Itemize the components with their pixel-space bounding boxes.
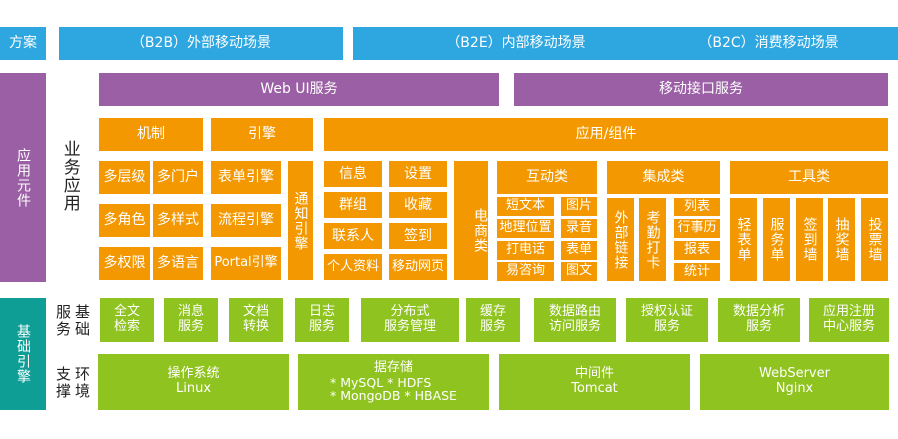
mech-multi-role: 多角色 xyxy=(99,204,150,237)
integration-statistics: 统计 xyxy=(674,263,720,281)
service-log: 日志 服务 xyxy=(295,298,349,342)
comp-group: 群组 xyxy=(324,192,382,218)
interactive-short-text: 短文本 xyxy=(497,197,554,216)
env-webserver-detail: Nginx xyxy=(775,381,814,396)
engine-notify: 通知引擎 xyxy=(288,161,313,280)
comp-favorites: 收藏 xyxy=(389,192,447,218)
integration-list: 列表 xyxy=(674,198,720,216)
service-distributed-mgmt: 分布式 服务管理 xyxy=(361,298,459,342)
integration-attendance: 考勤打卡 xyxy=(639,198,666,281)
tool-service-ticket: 服务单 xyxy=(763,198,790,281)
integration-external-link: 外部链接 xyxy=(607,198,634,281)
env-os: 操作系统 Linux xyxy=(98,354,289,410)
base-services-label-col1: 服务 xyxy=(56,303,72,338)
engine-form: 表单引擎 xyxy=(211,161,281,194)
service-data-routing: 数据路由 访问服务 xyxy=(534,298,616,342)
business-app-label: 业务应用 xyxy=(59,140,80,212)
env-middleware-detail: Tomcat xyxy=(571,381,618,396)
interactive-image: 图片 xyxy=(561,197,597,216)
engine-title: 引擎 xyxy=(211,118,313,151)
engine-workflow: 流程引擎 xyxy=(211,204,281,237)
integration-calendar: 行事历 xyxy=(674,219,720,238)
interactive-consult: 易咨询 xyxy=(497,262,554,281)
comp-contacts: 联系人 xyxy=(324,223,382,249)
env-storage-detail: * MySQL * HDFS * MongoDB * HBASE xyxy=(330,375,457,404)
service-message: 消息 服务 xyxy=(164,298,218,342)
tools-title: 工具类 xyxy=(730,161,888,194)
service-auth: 授权认证 服务 xyxy=(626,298,708,342)
env-os-detail: Linux xyxy=(175,381,212,396)
service-data-analytics: 数据分析 服务 xyxy=(718,298,800,342)
engine-portal: Portal引擎 xyxy=(211,247,281,280)
tool-vote-wall: 投票墙 xyxy=(861,198,888,281)
mech-multi-portal: 多门户 xyxy=(153,161,203,194)
comp-ecommerce: 电商类 xyxy=(454,161,488,280)
mechanism-title: 机制 xyxy=(99,118,203,151)
service-cache: 缓存 服务 xyxy=(466,298,520,342)
scheme-b2b: （B2B）外部移动场景 xyxy=(59,27,343,60)
integration-title: 集成类 xyxy=(607,161,720,194)
base-services-label-col2: 基础 xyxy=(75,303,91,338)
env-middleware: 中间件 Tomcat xyxy=(499,354,690,410)
interactive-audio: 录音 xyxy=(561,219,597,238)
tool-lottery-wall: 抽奖墙 xyxy=(828,198,855,281)
comp-mobile-web: 移动网页 xyxy=(389,254,447,280)
mech-multi-language: 多语言 xyxy=(153,247,203,280)
interactive-rich-text: 图文 xyxy=(561,262,597,281)
mobile-api-service: 移动接口服务 xyxy=(514,73,888,106)
env-label-col2: 环境 xyxy=(75,365,91,400)
foundation-label: 基础引擎 xyxy=(0,298,46,410)
components-title: 应用/组件 xyxy=(324,118,888,151)
comp-checkin: 签到 xyxy=(389,223,447,249)
web-ui-service: Web UI服务 xyxy=(99,73,499,106)
env-storage: 据存储 * MySQL * HDFS * MongoDB * HBASE xyxy=(298,354,489,410)
service-app-registry: 应用注册 中心服务 xyxy=(809,298,889,342)
env-os-title: 操作系统 xyxy=(167,366,220,382)
comp-info: 信息 xyxy=(324,161,382,187)
mech-multi-style: 多样式 xyxy=(153,204,203,237)
tool-checkin-wall: 签到墙 xyxy=(796,198,823,281)
tool-light-form: 轻表单 xyxy=(730,198,757,281)
mech-multi-level: 多层级 xyxy=(99,161,150,194)
service-fulltext-search: 全文 检索 xyxy=(100,298,154,342)
app-layer-label: 应用元件 xyxy=(0,73,46,282)
mech-multi-permission: 多权限 xyxy=(99,247,150,280)
interactive-location: 地理位置 xyxy=(497,219,554,238)
interactive-call: 打电话 xyxy=(497,241,554,260)
interactive-form: 表单 xyxy=(561,241,597,260)
scheme-b2e: （B2E）内部移动场景 xyxy=(353,27,679,60)
env-storage-title: 据存储 xyxy=(373,360,413,376)
interactive-title: 互动类 xyxy=(497,161,597,194)
service-doc-convert: 文档 转换 xyxy=(229,298,283,342)
integration-report: 报表 xyxy=(674,241,720,260)
scheme-label: 方案 xyxy=(0,27,46,60)
comp-settings: 设置 xyxy=(389,161,447,187)
env-label-col1: 支撑 xyxy=(56,365,72,400)
env-webserver: WebServer Nginx xyxy=(700,354,889,410)
scheme-b2c: （B2C）消费移动场景 xyxy=(639,27,898,60)
env-middleware-title: 中间件 xyxy=(574,366,614,382)
comp-profile: 个人资料 xyxy=(324,254,382,280)
env-webserver-title: WebServer xyxy=(759,366,830,382)
